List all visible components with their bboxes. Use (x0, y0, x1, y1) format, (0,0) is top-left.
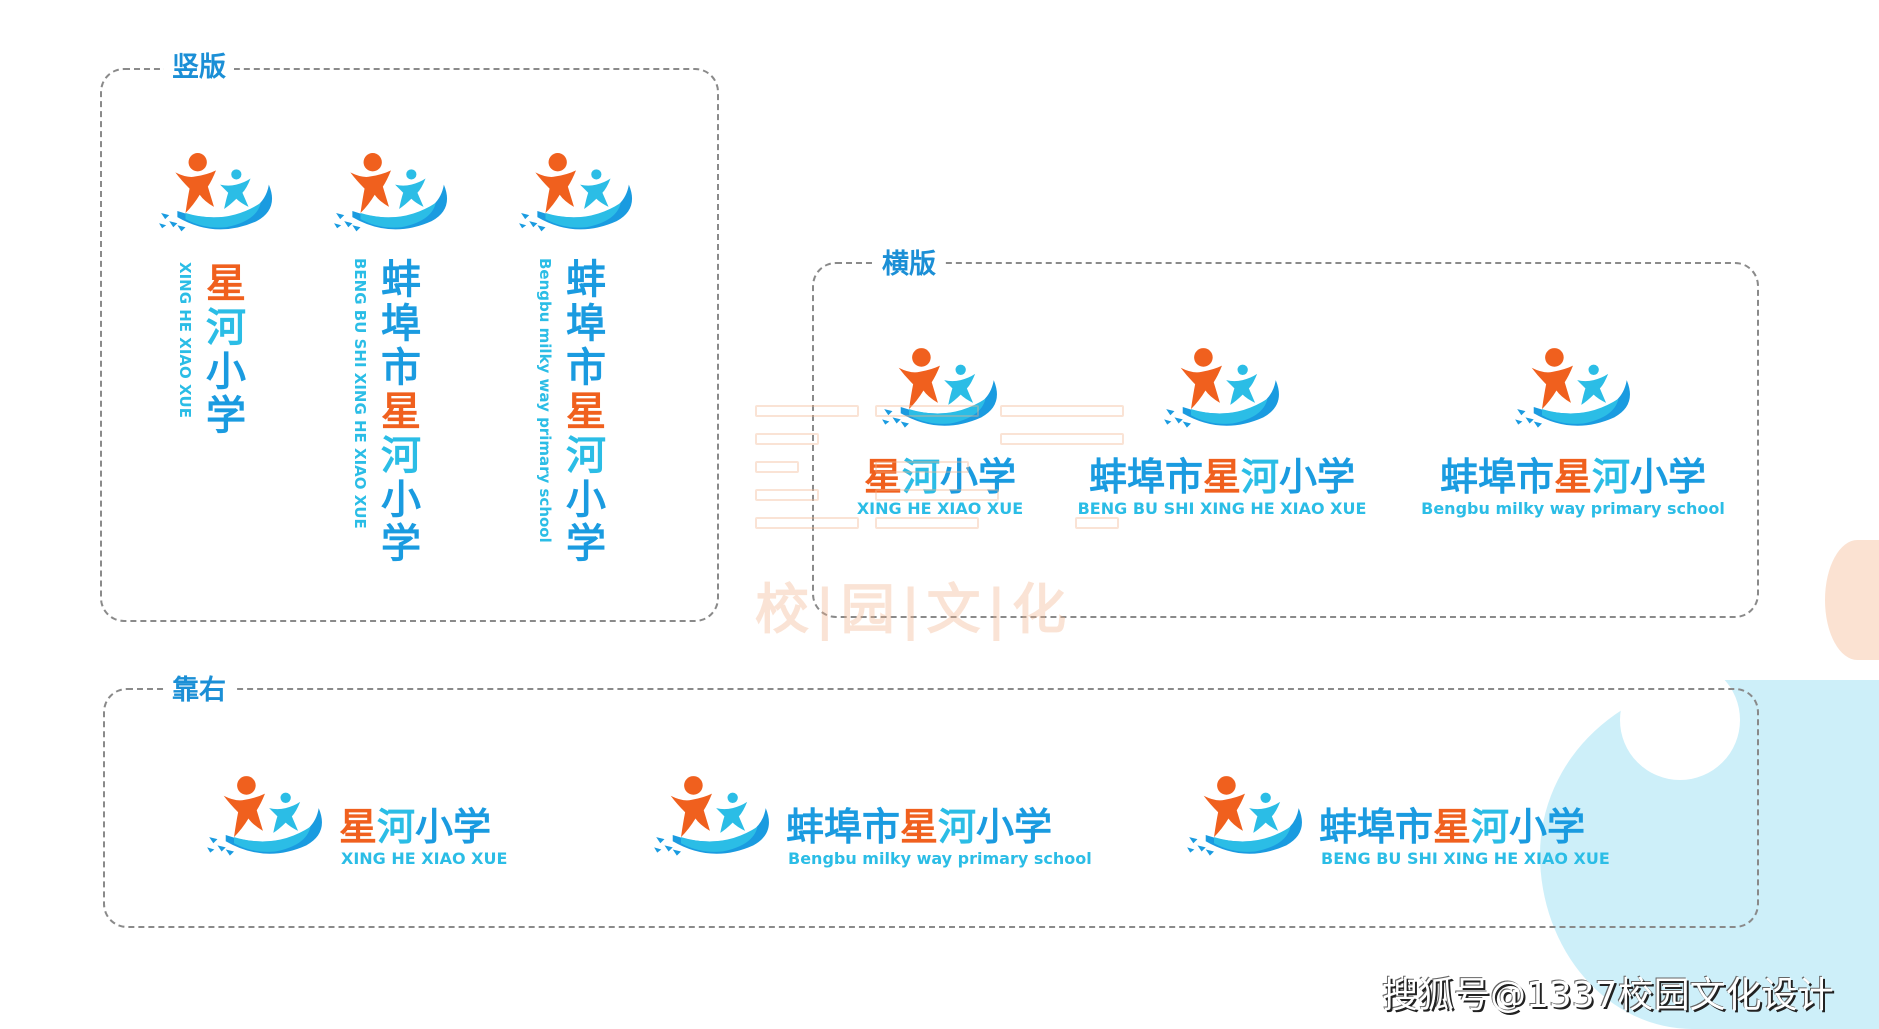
name-rest: 小学 (1509, 805, 1586, 849)
school-name-vertical: 蚌埠市星河小学 (374, 258, 420, 566)
school-logo-icon (330, 150, 452, 242)
name-rest: 小学 (940, 455, 1017, 499)
english-name-vertical: XING HE XIAO XUE (176, 262, 194, 418)
name-star: 星 (1433, 805, 1472, 849)
credit-text: 搜狐号@1337校园文化设计 (1382, 975, 1834, 1016)
school-name: 蚌埠市星河小学 (1440, 456, 1706, 498)
name-river: 河 (938, 805, 977, 849)
name-rest: 小学 (1630, 455, 1707, 499)
english-name: XING HE XIAO XUE (856, 499, 1024, 518)
school-name: 星河小学 (339, 806, 491, 848)
school-name: 蚌埠市星河小学 (1089, 456, 1355, 498)
school-logo-icon (1511, 345, 1635, 438)
name-star: 星 (1202, 455, 1241, 499)
school-name: 蚌埠市星河小学 (786, 806, 1052, 848)
right-aligned-section-label: 靠右 (164, 676, 234, 706)
name-rest: 小学 (1279, 455, 1356, 499)
watermark: 校|园|文|化 (755, 405, 1125, 641)
name-rest: 小学 (415, 805, 492, 849)
name-star: 星 (1553, 455, 1592, 499)
name-rest: 小学 (374, 478, 420, 566)
school-logo-icon (515, 150, 637, 242)
english-name-vertical: Bengbu milky way primary school (536, 258, 554, 543)
vertical-section-label: 竖版 (164, 53, 234, 83)
school-logo-icon (650, 773, 774, 866)
school-name-vertical: 星河小学 (199, 262, 245, 438)
name-prefix: 蚌埠市 (786, 805, 901, 849)
english-name: Bengbu milky way primary school (1421, 499, 1725, 518)
name-river: 河 (377, 805, 416, 849)
name-star: 星 (559, 390, 605, 434)
name-rest: 小学 (199, 350, 245, 438)
english-name-vertical: BENG BU SHI XING HE XIAO XUE (351, 258, 369, 529)
school-logo-icon (155, 150, 277, 242)
name-star: 星 (863, 455, 902, 499)
school-logo-icon (203, 773, 327, 866)
name-star: 星 (374, 390, 420, 434)
name-star: 星 (900, 805, 939, 849)
school-name: 蚌埠市星河小学 (1319, 806, 1585, 848)
decorative-orange-blob (1825, 540, 1879, 660)
name-prefix: 蚌埠市 (1439, 455, 1554, 499)
horizontal-section-label: 横版 (874, 250, 944, 280)
name-river: 河 (559, 434, 605, 478)
school-logo-icon (1183, 773, 1307, 866)
english-name: XING HE XIAO XUE (341, 849, 508, 868)
name-prefix: 蚌埠市 (1319, 805, 1434, 849)
school-name-vertical: 蚌埠市星河小学 (559, 258, 605, 566)
school-name: 星河小学 (864, 456, 1016, 498)
english-name: BENG BU SHI XING HE XIAO XUE (1077, 499, 1367, 518)
name-rest: 小学 (976, 805, 1053, 849)
name-prefix: 蚌埠市 (374, 258, 420, 390)
name-river: 河 (374, 434, 420, 478)
english-name: Bengbu milky way primary school (788, 849, 1092, 868)
name-star: 星 (199, 262, 245, 306)
name-river: 河 (1592, 455, 1631, 499)
name-river: 河 (901, 455, 941, 499)
vertical-section-frame (100, 68, 719, 622)
name-river: 河 (1471, 805, 1510, 849)
watermark-text: 校|园|文|化 (755, 578, 1073, 641)
horizontal-section-frame (812, 262, 1759, 618)
english-name: BENG BU SHI XING HE XIAO XUE (1321, 849, 1610, 868)
right-aligned-section-frame (103, 688, 1759, 928)
name-star: 星 (339, 805, 378, 849)
name-river: 河 (1241, 455, 1280, 499)
decorative-circle (1620, 660, 1740, 780)
name-river: 河 (199, 306, 245, 350)
school-logo-icon (1160, 345, 1284, 438)
name-rest: 小学 (559, 478, 605, 566)
name-prefix: 蚌埠市 (559, 258, 605, 390)
name-prefix: 蚌埠市 (1088, 455, 1203, 499)
